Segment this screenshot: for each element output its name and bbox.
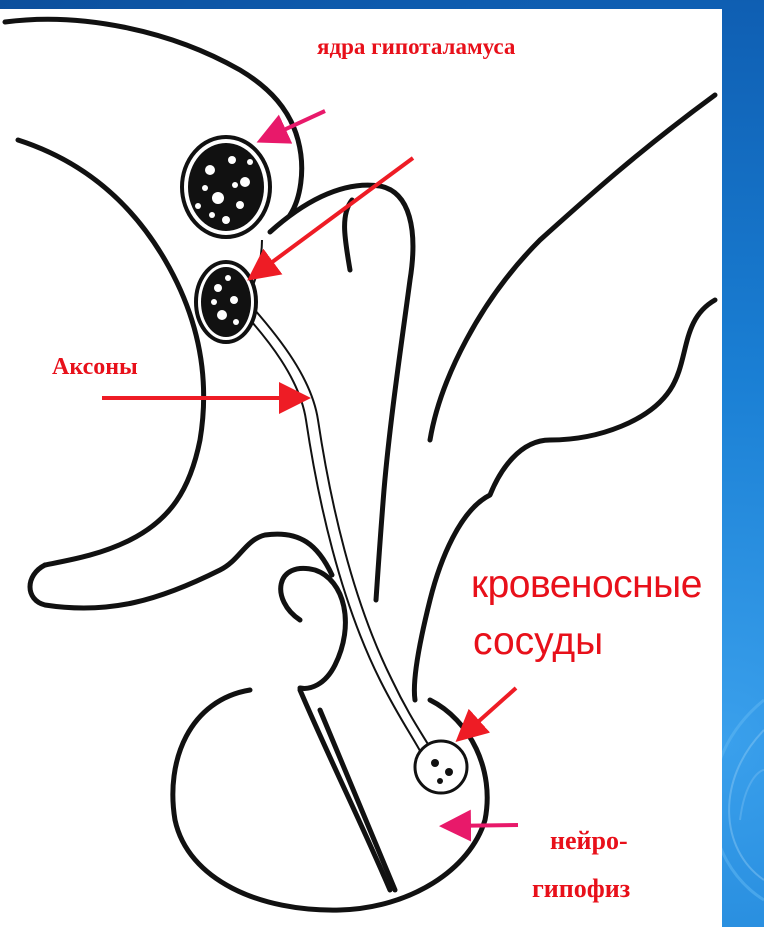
- blood-vessel-loop: [415, 741, 467, 793]
- stalk-left-wall: [300, 690, 390, 890]
- label-neurohypophysis-line2: гипофиз: [532, 874, 630, 904]
- ventricle-inner-wall: [345, 200, 352, 270]
- arrow-nucleus-lower: [252, 158, 413, 277]
- anatomy-drawing: [0, 9, 722, 927]
- label-axons: Аксоны: [52, 354, 138, 381]
- label-blood-vessels-line2: сосуды: [473, 620, 603, 664]
- posterior-pituitary-lobe: [173, 690, 487, 910]
- label-blood-vessels-line1: кровеносные: [471, 563, 702, 607]
- nucleus-upper: [182, 137, 270, 237]
- anterior-pituitary-lobe: [281, 568, 346, 688]
- label-hypothalamic-nuclei: ядра гипоталамуса: [317, 34, 515, 60]
- arrow-vessels: [460, 688, 516, 738]
- arrow-neurohypophysis: [445, 825, 518, 826]
- upper-brain-contour: [18, 140, 204, 565]
- nucleus-lower: [196, 262, 256, 342]
- stalk-right-wall: [320, 710, 395, 890]
- arrow-nuclei: [262, 111, 325, 140]
- label-neurohypophysis-line1: нейро-: [550, 826, 628, 856]
- axon-tract-right: [246, 300, 435, 756]
